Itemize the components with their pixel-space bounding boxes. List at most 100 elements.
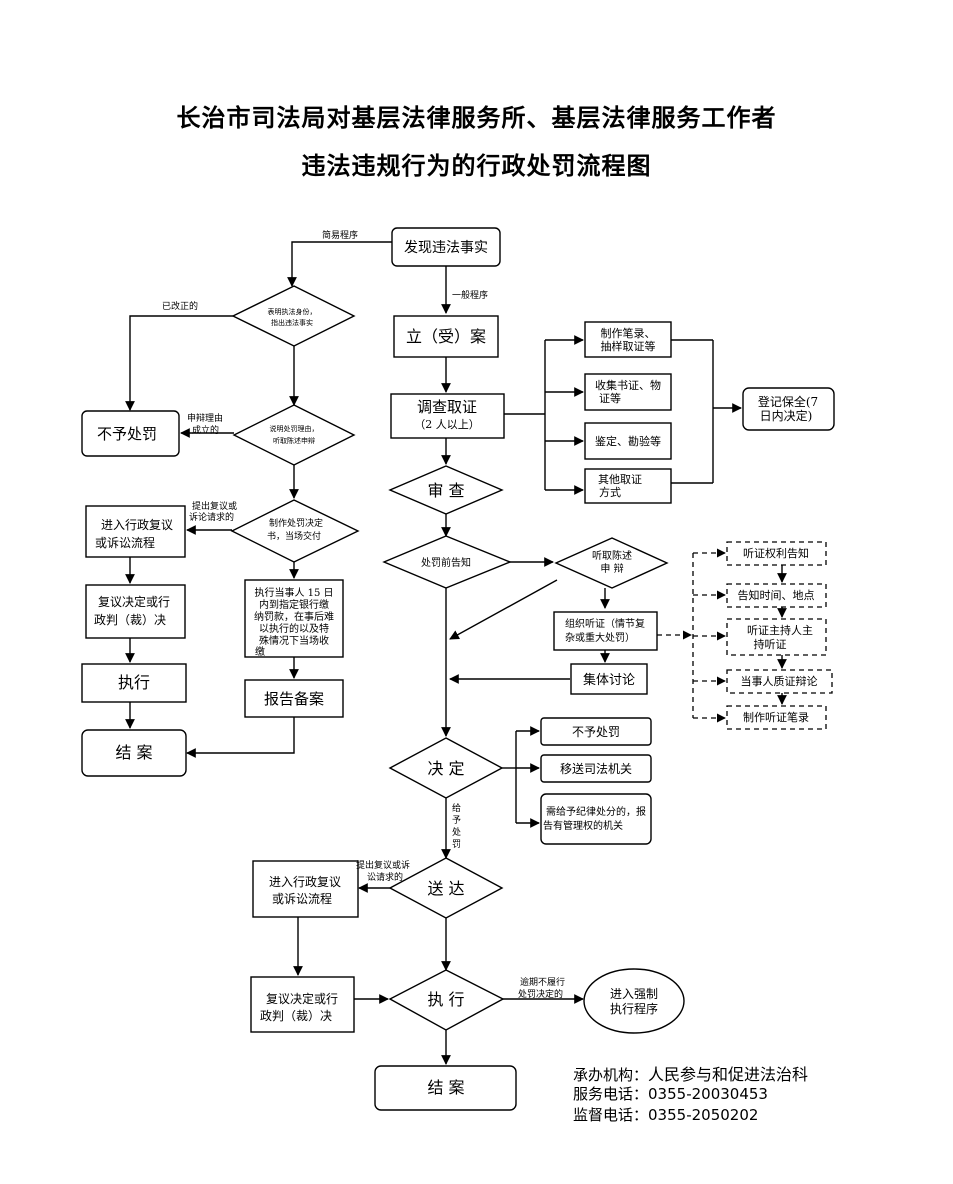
text-verdict-center-1: 复议决定或行 xyxy=(266,991,338,1006)
text-pay-5: 殊情况下当场收 xyxy=(259,634,329,647)
text-investigate-1: 调查取证 xyxy=(417,398,477,416)
text-record-2: 抽样取证等 xyxy=(601,339,656,353)
text-hear-2: 申 辩 xyxy=(600,562,623,575)
title-line-1: 长治市司法局对基层法律服务所、基层法律服务工作者 xyxy=(176,104,777,132)
label-appeal-left-1: 提出复议或 xyxy=(192,500,237,512)
text-h-host-2: 持听证 xyxy=(754,637,787,651)
text-h-host-1: 听证主持人主 xyxy=(747,623,813,637)
node-no-penalty-right xyxy=(540,717,652,746)
text-show-id-2: 指出违法事实 xyxy=(271,318,313,327)
node-review-left xyxy=(85,505,186,558)
title-line-2: 违法违规行为的行政处罚流程图 xyxy=(301,152,652,180)
edge-corrected xyxy=(125,315,233,411)
text-discipline-2: 告有管理权的机关 xyxy=(543,819,623,832)
text-review-center-1: 进入行政复议 xyxy=(269,875,341,889)
node-transfer xyxy=(540,754,652,783)
node-pay xyxy=(244,579,344,658)
text-investigate-2: （2 人以上） xyxy=(414,418,480,431)
text-close-left: 结 案 xyxy=(115,743,152,762)
text-h-debate: 当事人质证辩论 xyxy=(741,674,818,688)
node-verdict-left xyxy=(85,584,186,639)
footer-org: 承办机构：人民参与和促进法治科 xyxy=(573,1061,808,1085)
node-review-center xyxy=(252,860,359,918)
text-execute-left: 执行 xyxy=(118,673,150,692)
text-verdict-center-2: 政判（裁）决 xyxy=(260,1009,332,1023)
label-give-1: 给 xyxy=(452,802,461,814)
text-preserve-2: 日内决定) xyxy=(760,408,813,423)
node-report xyxy=(244,679,344,718)
text-pay-3: 纳罚款，在事后难 xyxy=(254,610,334,623)
node-close-left xyxy=(81,729,187,777)
text-register: 立（受）案 xyxy=(406,327,486,346)
text-verdict-left-1: 复议决定或行 xyxy=(98,594,170,609)
label-general: 一般程序 xyxy=(452,289,488,301)
text-transfer: 移送司法机关 xyxy=(560,761,632,776)
label-appeal-left-2: 诉论请求的 xyxy=(189,511,234,523)
text-discipline-1: 需给予纪律处分的，报 xyxy=(546,805,646,818)
node-preserve xyxy=(742,387,835,431)
node-review xyxy=(388,465,504,515)
node-forced xyxy=(583,968,685,1034)
text-pay-4: 以执行的以及特 xyxy=(259,622,329,635)
label-defense-ok-1: 申辩理由 xyxy=(187,412,223,424)
footer-org-value: 人民参与和促进法治科 xyxy=(648,1065,809,1084)
text-discover: 发现违法事实 xyxy=(404,240,488,256)
text-collective: 集体讨论 xyxy=(583,672,635,688)
text-hear-1: 听取陈述 xyxy=(592,549,632,562)
text-make-decision-2: 书，当场交付 xyxy=(267,530,321,542)
edge-hear-main xyxy=(449,579,558,640)
text-org-hearing-1: 组织听证（情节复 xyxy=(565,617,645,630)
edge-simple xyxy=(287,241,392,287)
text-make-decision-1: 制作处罚决定 xyxy=(269,517,323,529)
footer-monitor-label: 监督电话： xyxy=(573,1106,649,1124)
text-review-center-2: 或诉讼流程 xyxy=(272,891,332,906)
node-explain xyxy=(232,404,356,466)
text-report: 报告备案 xyxy=(264,690,324,708)
node-collect xyxy=(584,373,672,411)
text-forced-1: 进入强制 xyxy=(610,987,658,1001)
text-review: 审 查 xyxy=(427,481,464,500)
label-defense-ok-2: 成立的 xyxy=(192,424,219,436)
text-no-penalty-right: 不予处罚 xyxy=(572,725,620,739)
text-pre-notice: 处罚前告知 xyxy=(421,556,471,569)
node-close-center xyxy=(374,1065,517,1111)
node-discipline xyxy=(540,793,652,845)
footer-monitor: 监督电话：0355-2050202 xyxy=(573,1104,758,1125)
text-appraise: 鉴定、勘验等 xyxy=(595,434,661,448)
text-forced-2: 执行程序 xyxy=(610,1001,658,1016)
text-other-2: 方式 xyxy=(599,485,621,499)
footer-service-value: 0355-20030453 xyxy=(648,1085,768,1103)
text-execute-center: 执 行 xyxy=(427,990,464,1009)
label-simple: 简易程序 xyxy=(322,229,358,241)
label-overdue-1: 逾期不履行 xyxy=(520,976,565,988)
label-give-4: 罚 xyxy=(452,839,461,850)
node-pre-notice xyxy=(382,535,512,589)
text-review-left-1: 进入行政复议 xyxy=(101,518,173,532)
node-discover xyxy=(391,227,501,267)
node-register xyxy=(393,315,499,358)
footer-monitor-value: 0355-2050202 xyxy=(648,1106,759,1124)
node-h-record xyxy=(726,705,827,730)
text-other-1: 其他取证 xyxy=(598,473,642,486)
node-h-host xyxy=(726,618,827,656)
label-give-2: 予 xyxy=(452,815,461,826)
text-explain-1: 说明处罚理由， xyxy=(270,424,319,433)
node-make-decision xyxy=(230,499,360,563)
text-show-id-1: 表明执法身份， xyxy=(268,307,317,316)
node-verdict-center xyxy=(250,976,355,1033)
label-overdue-2: 处罚决定的 xyxy=(518,988,563,1000)
text-collect-1: 收集书证、物 xyxy=(595,378,661,392)
edge-report-close xyxy=(186,717,295,758)
text-org-hearing-2: 杂或重大处罚） xyxy=(565,631,635,644)
label-appeal-center-2: 讼请求的 xyxy=(367,871,403,883)
text-pay-6: 缴 xyxy=(255,645,265,658)
text-pay-2: 内到指定银行缴 xyxy=(259,598,329,611)
text-decide: 决 定 xyxy=(427,759,464,778)
text-deliver: 送 达 xyxy=(427,879,464,898)
node-investigate xyxy=(390,393,505,439)
text-collect-2: 证等 xyxy=(599,391,621,405)
text-verdict-left-2: 政判（裁）决 xyxy=(94,613,166,627)
node-h-debate xyxy=(726,669,833,694)
text-close-center: 结 案 xyxy=(427,1078,464,1097)
text-pay-1: 执行当事人 15 日 xyxy=(254,586,333,599)
